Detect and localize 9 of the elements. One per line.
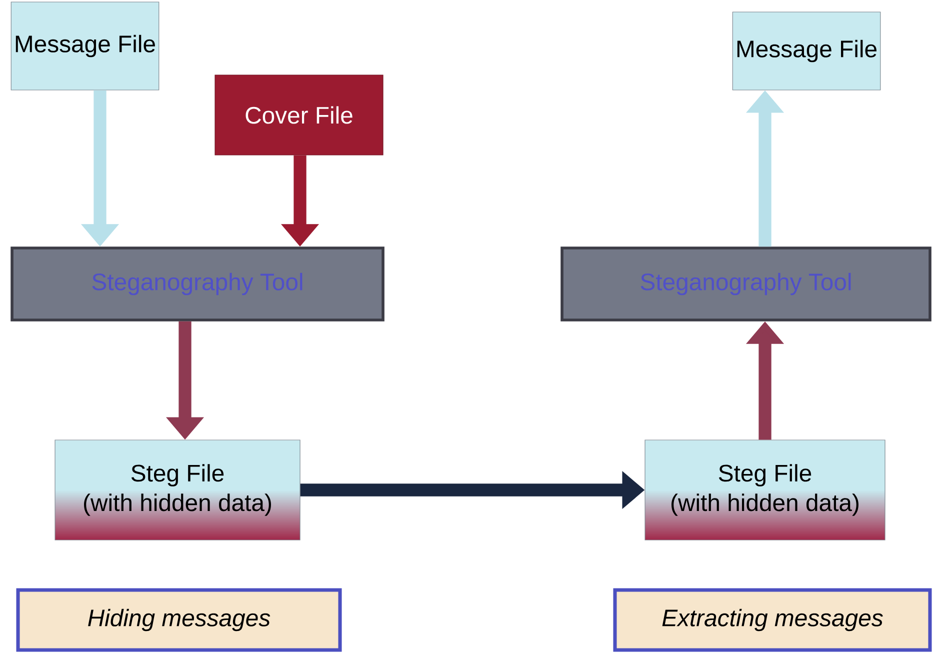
caption-box: Hiding messages: [16, 588, 342, 652]
steg-file-box: Steg File (with hidden data): [54, 440, 300, 540]
message-file-box: Message File: [10, 2, 160, 90]
caption-box: Extracting messages: [613, 588, 932, 652]
cover-file-box: Cover File: [214, 74, 384, 156]
message-file-box: Message File: [732, 12, 881, 90]
tool-bar: Steganography Tool: [560, 246, 932, 322]
steg-file-box: Steg File (with hidden data): [644, 440, 886, 540]
tool-bar: Steganography Tool: [10, 246, 384, 322]
